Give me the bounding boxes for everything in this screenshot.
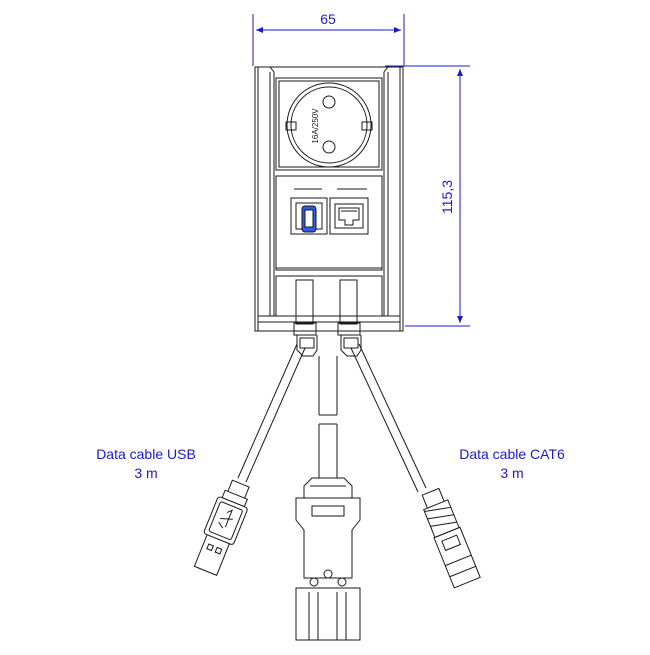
cable-clips: [296, 335, 362, 357]
rj45-port-icon: [338, 207, 360, 226]
socket-rating-label: 16A/250V: [311, 108, 320, 144]
cable-outlet-slots: [275, 275, 383, 336]
housing-outline: [254, 66, 404, 332]
power-connector: [295, 477, 361, 641]
socket-inner-ring: [290, 86, 368, 164]
rj45-port-housing: [329, 197, 369, 235]
cat6-cable: [350, 343, 427, 493]
usb-plug: [193, 479, 250, 576]
width-label: 65: [320, 11, 336, 27]
usb-cable: [237, 343, 306, 483]
power-cable: [318, 356, 338, 478]
usb-port-housing: [290, 197, 328, 235]
rj45-plug: [421, 487, 481, 589]
socket-pin-hole-top: [322, 95, 336, 109]
socket-frame: [275, 77, 383, 171]
height-dimension: [385, 65, 470, 327]
usb-cable-label: Data cable USB: [96, 446, 196, 462]
schuko-socket-module: [275, 77, 383, 171]
housing: [254, 66, 404, 332]
cat6-cable-label: Data cable CAT6: [459, 446, 565, 462]
cable-slot-right: [339, 279, 358, 325]
socket-earth-clip-right: [361, 121, 373, 131]
data-module-frame: [275, 175, 383, 271]
height-label: 115,3: [439, 180, 455, 214]
cable-slot-left: [295, 279, 314, 325]
socket-pin-hole-bottom: [322, 140, 336, 154]
width-dimension: [252, 14, 405, 66]
socket-earth-clip-left: [285, 121, 297, 131]
cat6-cable-length: 3 m: [500, 465, 523, 481]
usb-cable-length: 3 m: [134, 465, 157, 481]
socket-outer-ring: [286, 82, 372, 168]
data-port-module: [275, 175, 383, 271]
